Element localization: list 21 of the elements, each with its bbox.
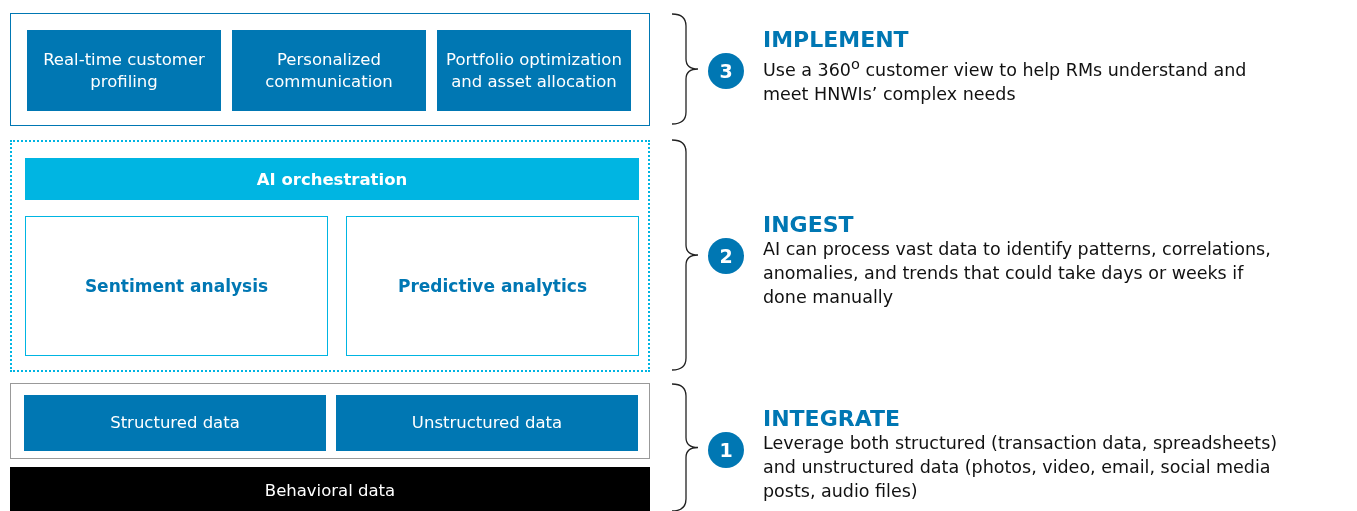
step-description: Leverage both structured (transaction data, spreadsheets) and unstructured data (photos, video, email, social media posts, audio files): [763, 432, 1278, 503]
step-number-circle: 1: [708, 432, 744, 468]
data-box: Unstructured data: [336, 395, 638, 451]
step-heading: INTEGRATE: [763, 406, 900, 431]
process-box: Sentiment analysis: [25, 216, 328, 356]
layer-panel: [10, 383, 650, 459]
feature-box: Real-time customer profiling: [27, 30, 221, 111]
feature-box: Portfolio optimization and asset allocation: [437, 30, 631, 111]
process-box: Predictive analytics: [346, 216, 639, 356]
data-box: Structured data: [24, 395, 326, 451]
step-heading: INGEST: [763, 212, 854, 237]
step-heading: IMPLEMENT: [763, 27, 909, 52]
layer-panel: [10, 13, 650, 126]
layer-panel: [10, 140, 650, 372]
step-description: Use a 360$^{o}$ customer view to help RMs understand and meet HNWIs’ complex needs: [763, 54, 1248, 106]
data-bar: Behavioral data: [10, 467, 650, 511]
step-number-circle: 3: [708, 53, 744, 89]
step-description: AI can process vast data to identify patterns, correlations, anomalies, and trends that could take days or weeks if done manually: [763, 238, 1272, 309]
step-number-circle: 2: [708, 238, 744, 274]
process-bar: AI orchestration: [25, 158, 639, 200]
feature-box: Personalized communication: [232, 30, 426, 111]
